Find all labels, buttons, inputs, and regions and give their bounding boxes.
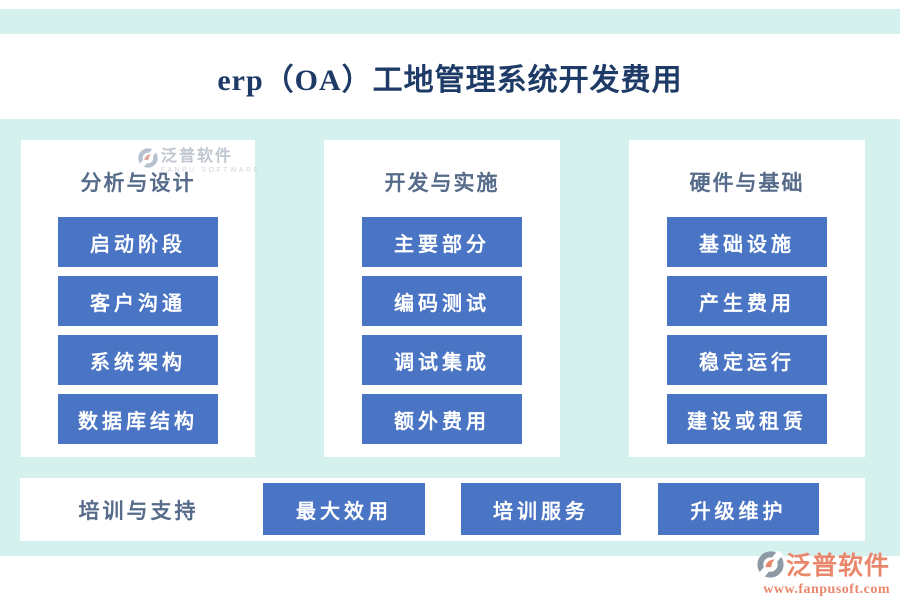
cost-item-button[interactable]: 产生费用 [667,276,827,326]
column-header: 开发与实施 [384,172,500,195]
column-card-development-implementation: 开发与实施 主要部分 编码测试 调试集成 额外费用 [324,140,560,457]
column-card-analysis-design: 分析与设计 启动阶段 客户沟通 系统架构 数据库结构 [21,140,255,457]
fanpu-logo-icon [757,550,784,583]
footer-brand-text: 泛普软件 [785,553,890,580]
footer-brand-logo[interactable]: 泛普软件 www.fanpusoft.com [757,550,890,597]
page-title: erp（OA）工地管理系统开发费用 [217,63,683,97]
column-header: 分析与设计 [80,172,196,195]
column-card-hardware-infrastructure: 硬件与基础 基础设施 产生费用 稳定运行 建设或租赁 [629,140,865,457]
watermark-subtitle-text: FANPU SOFTWARE [161,167,261,174]
column-header: 硬件与基础 [689,172,805,195]
cost-item-button[interactable]: 主要部分 [362,217,522,267]
cost-item-button[interactable]: 最大效用 [263,483,425,535]
title-area: erp（OA）工地管理系统开发费用 [0,34,900,119]
watermark-brand-text: 泛普软件 [161,148,234,165]
cost-item-button[interactable]: 调试集成 [362,335,522,385]
column-items: 基础设施 产生费用 稳定运行 建设或租赁 [629,217,865,444]
column-items: 主要部分 编码测试 调试集成 额外费用 [324,217,560,444]
watermark-logo: 泛普软件 FANPU SOFTWARE [138,147,261,175]
watermark-texts: 泛普软件 FANPU SOFTWARE [161,148,261,175]
top-accent-band [0,9,900,34]
column-items: 启动阶段 客户沟通 系统架构 数据库结构 [21,217,255,444]
cost-item-button[interactable]: 稳定运行 [667,335,827,385]
cost-item-button[interactable]: 启动阶段 [58,217,218,267]
cost-item-button[interactable]: 升级维护 [658,483,819,535]
bottom-row-header: 培训与支持 [78,499,199,523]
footer-brand-row: 泛普软件 [757,550,890,583]
cost-item-button[interactable]: 编码测试 [362,276,522,326]
cost-item-button[interactable]: 数据库结构 [58,394,218,444]
footer-url-text[interactable]: www.fanpusoft.com [763,582,890,597]
bottom-bar-training-support: 培训与支持 最大效用 培训服务 升级维护 [20,478,865,541]
cost-item-button[interactable]: 额外费用 [362,394,522,444]
cost-item-button[interactable]: 建设或租赁 [667,394,827,444]
cost-item-button[interactable]: 培训服务 [461,483,621,535]
cost-item-button[interactable]: 基础设施 [667,217,827,267]
cost-item-button[interactable]: 客户沟通 [58,276,218,326]
cost-item-button[interactable]: 系统架构 [58,335,218,385]
fanpu-logo-icon [138,147,158,173]
